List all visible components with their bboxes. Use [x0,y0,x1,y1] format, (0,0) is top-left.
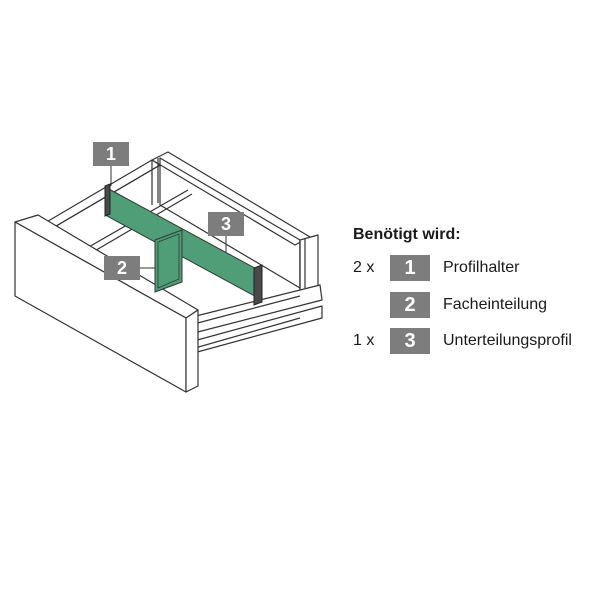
callout-3: 3 [208,212,244,236]
legend-number-2: 2 [390,292,430,318]
legend-label-1: Profilhalter [443,259,520,276]
drawer-front-edge [185,309,199,393]
drawer-left-rail [45,164,161,233]
cross-divider-panel [154,229,183,293]
cross-divider-frame [157,233,180,289]
callout-1: 1 [93,142,129,166]
legend-number-3: 3 [390,328,430,354]
legend-label-2: Facheinteilung [443,296,548,313]
legend-qty-3: 1 x [353,332,375,349]
callout-2: 2 [104,256,140,280]
drawer-runner-lower [189,305,323,355]
legend-qty-1: 2 x [353,259,375,276]
profile-holder-right [253,264,263,306]
legend-label-3: Unterteilungsprofil [443,332,572,349]
drawer-post-left [151,158,159,205]
drawer-runner-inner [189,295,301,349]
profile-holder-left [104,183,111,217]
legend-number-1: 1 [390,255,430,281]
legend-title: Benötigt wird: [353,226,461,243]
drawer-post-right [299,238,306,290]
